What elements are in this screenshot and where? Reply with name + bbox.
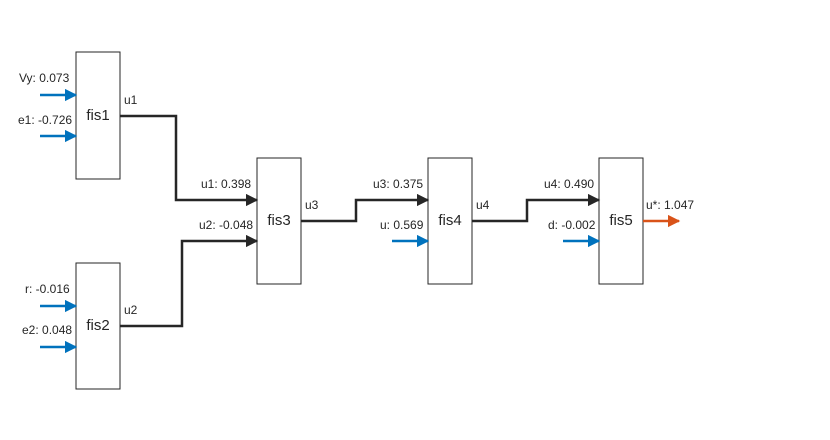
input-label-u: u: 0.569	[380, 218, 424, 232]
port-label-u3-out: u3	[305, 198, 319, 212]
port-label-u1-out: u1	[124, 93, 138, 107]
block-fis4-label: fis4	[438, 212, 461, 229]
port-label-u2-out: u2	[124, 303, 138, 317]
block-fis1[interactable]: fis1	[75, 51, 121, 180]
input-label-r: r: -0.016	[25, 282, 70, 296]
block-fis2-label: fis2	[86, 317, 109, 334]
port-label-u3-in: u3: 0.375	[373, 177, 423, 191]
connector-u4	[472, 193, 601, 223]
block-fis5-label: fis5	[609, 212, 632, 229]
block-fis2[interactable]: fis2	[75, 262, 121, 390]
block-fis1-label: fis1	[86, 107, 109, 124]
input-label-e2: e2: 0.048	[22, 323, 72, 337]
port-label-u1-in: u1: 0.398	[201, 177, 251, 191]
port-label-u2-in: u2: -0.048	[199, 218, 253, 232]
input-label-e1: e1: -0.726	[18, 113, 72, 127]
input-label-d: d: -0.002	[548, 218, 596, 232]
block-fis5[interactable]: fis5	[598, 157, 644, 285]
block-fis4[interactable]: fis4	[427, 157, 473, 285]
port-label-u4-in: u4: 0.490	[544, 177, 594, 191]
port-label-u4-out: u4	[476, 198, 490, 212]
connector-u2	[120, 234, 259, 328]
input-label-vy: Vy: 0.073	[19, 71, 70, 85]
block-fis3-label: fis3	[267, 212, 290, 229]
block-fis3[interactable]: fis3	[256, 157, 302, 285]
connector-u3	[301, 193, 430, 223]
output-label-ustar: u*: 1.047	[646, 198, 694, 212]
connector-u1	[120, 114, 259, 207]
